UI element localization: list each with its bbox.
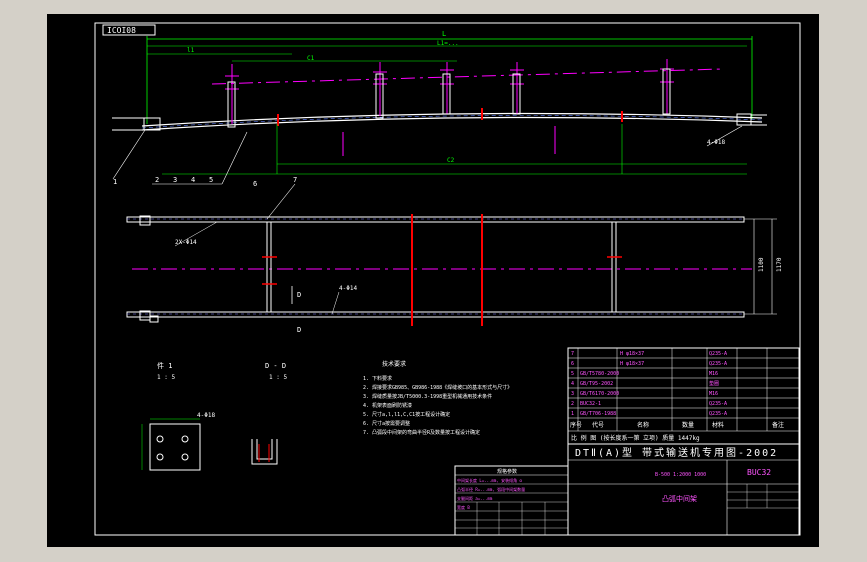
param-row-3: 支腿间距 a=...mm	[457, 495, 493, 501]
section-1-scale: 1 : 5	[157, 374, 175, 381]
elevation-view: L L1=... l1 C1	[112, 30, 767, 188]
bom-r6-c2: BUC32-1	[580, 401, 601, 407]
dim-width-a: 1100	[758, 257, 765, 272]
bom-r2-c2: H φ18×37	[620, 361, 644, 367]
callout-c1: 4-Φ18	[707, 139, 725, 146]
section-2-label: D - D	[265, 362, 286, 370]
bom-r1-c1: 7	[571, 351, 574, 357]
tech-note-5: 5. 尺寸a,l,l1,C,C1按工程设计确定	[363, 411, 450, 418]
param-row-1: 中间架长度 L=...mm, 安装倾角 α	[457, 477, 522, 483]
technical-notes: 技术要求 1. 下料要求 2. 焊接要求GB985、GB986-1988《焊缝坡…	[363, 360, 512, 436]
bom-r4-c2: GB/T95-2002	[580, 381, 613, 387]
dim-c1: C1	[307, 55, 315, 62]
bom-r1-c4: Q235-A	[709, 351, 727, 357]
bom-r3-c4: M16	[709, 371, 718, 377]
tech-note-6: 6. 尺寸a按需要调整	[363, 420, 410, 427]
section-mark-d1: D	[297, 291, 301, 299]
bom-r3-c2: GB/T5780-2000	[580, 371, 619, 377]
cad-drawing-sheet: ICOI08 L L1=... l1 C1	[47, 14, 819, 547]
balloon-7: 7	[293, 176, 297, 184]
callout-c3: 4-Φ14	[339, 285, 357, 292]
balloon-2: 2	[155, 176, 159, 184]
callout-c2: 2X-Φ14	[175, 239, 197, 246]
param-row-2: 凸弧半径 R=...mm, 弧段中间架数量	[457, 486, 525, 492]
section-view-2: D - D 1 : 5	[251, 362, 287, 465]
bom-r5-c1: 3	[571, 391, 574, 397]
callout-c4: 4-Φ18	[197, 412, 215, 419]
bom-r2-c4: Q235-A	[709, 361, 727, 367]
dim-c2: C2	[447, 157, 455, 164]
bom-r6-c1: 2	[571, 401, 574, 407]
tech-note-7: 7. 凸弧段中间架的弯曲半径R及数量按工程设计确定	[363, 429, 480, 436]
section-2-scale: 1 : 5	[269, 374, 287, 381]
tech-note-2: 2. 焊接要求GB985、GB986-1988《焊缝坡口的基本形式与尺寸》	[363, 384, 512, 391]
tech-note-4: 4. 机架表面刷防锈漆	[363, 402, 412, 409]
bom-r4-c1: 4	[571, 381, 574, 387]
bom-h-6: 备注	[772, 421, 784, 429]
param-title: 规格参数	[497, 468, 517, 475]
plan-view: 1100 1170 D D 2X-Φ14 4-Φ14 7	[126, 176, 783, 334]
balloon-4: 4	[191, 176, 195, 184]
bom-r4-c4: 垫圈	[709, 380, 719, 387]
drawing-number: BUC32	[747, 468, 771, 477]
param-row-4: 宽度 B	[457, 504, 470, 510]
section-view-1: 件 1 1 : 5 4-Φ18	[141, 361, 215, 471]
balloon-5: 5	[209, 176, 213, 184]
balloon-1: 1	[113, 178, 117, 186]
bom-h-1: 序号	[570, 421, 582, 429]
dim-L1: L1=...	[437, 40, 459, 47]
tech-note-3: 3. 焊缝质量按JB/T5000.3-1998重型机械通用技术条件	[363, 393, 492, 400]
title-block: DTⅡ(A)型 带式输送机专用图-2002 B-500 1:2000 1000 …	[567, 443, 800, 536]
drawing-border	[94, 22, 801, 536]
bom-h-2: 代号	[592, 421, 604, 429]
title-small: B-500 1:2000 1000	[655, 472, 706, 478]
bom-h-5: 材料	[712, 421, 724, 429]
bom-r6-c4: Q235-A	[709, 401, 727, 407]
bom-r5-c4: M16	[709, 391, 718, 397]
stamp-text: ICOI08	[107, 26, 136, 35]
stamp-box	[102, 24, 156, 36]
tech-note-1: 1. 下料要求	[363, 375, 392, 382]
bom-r3-c1: 5	[571, 371, 574, 377]
section-1-label: 件 1	[157, 361, 172, 370]
bom-r2-c1: 6	[571, 361, 574, 367]
title-main: DTⅡ(A)型 带式输送机专用图-2002	[575, 446, 778, 459]
bom-r7-c1: 1	[571, 411, 574, 417]
bom-r1-c2: H φ18×37	[620, 351, 644, 357]
dim-l1: l1	[187, 47, 195, 54]
bom-h-4: 数量	[682, 421, 694, 429]
dim-L: L	[442, 30, 446, 38]
section-mark-d2: D	[297, 326, 301, 334]
drawing-canvas: ICOI08 L L1=... l1 C1	[94, 22, 801, 536]
tech-notes-title: 技术要求	[382, 360, 406, 368]
bom-r5-c2: GB/T6170-2000	[580, 391, 619, 397]
part-name: 凸弧中间架	[662, 494, 697, 503]
balloon-3: 3	[173, 176, 177, 184]
bom-r7-c4: Q235-A	[709, 411, 727, 417]
bom-r7-c2: GB/T706-1988	[580, 411, 616, 417]
param-table: 规格参数 中间架长度 L=...mm, 安装倾角 α 凸弧半径 R=...mm,…	[454, 465, 569, 536]
bom-table: 7 H φ18×37 Q235-A 6 H φ18×37 Q235-A 5 GB…	[567, 347, 800, 445]
bom-h-3: 名称	[637, 421, 649, 429]
balloon-6: 6	[253, 180, 257, 188]
dim-width-b: 1170	[776, 257, 783, 272]
mass-row: 比 例 图 (按长度系一第 立项) 质量 1447kg	[571, 434, 700, 442]
